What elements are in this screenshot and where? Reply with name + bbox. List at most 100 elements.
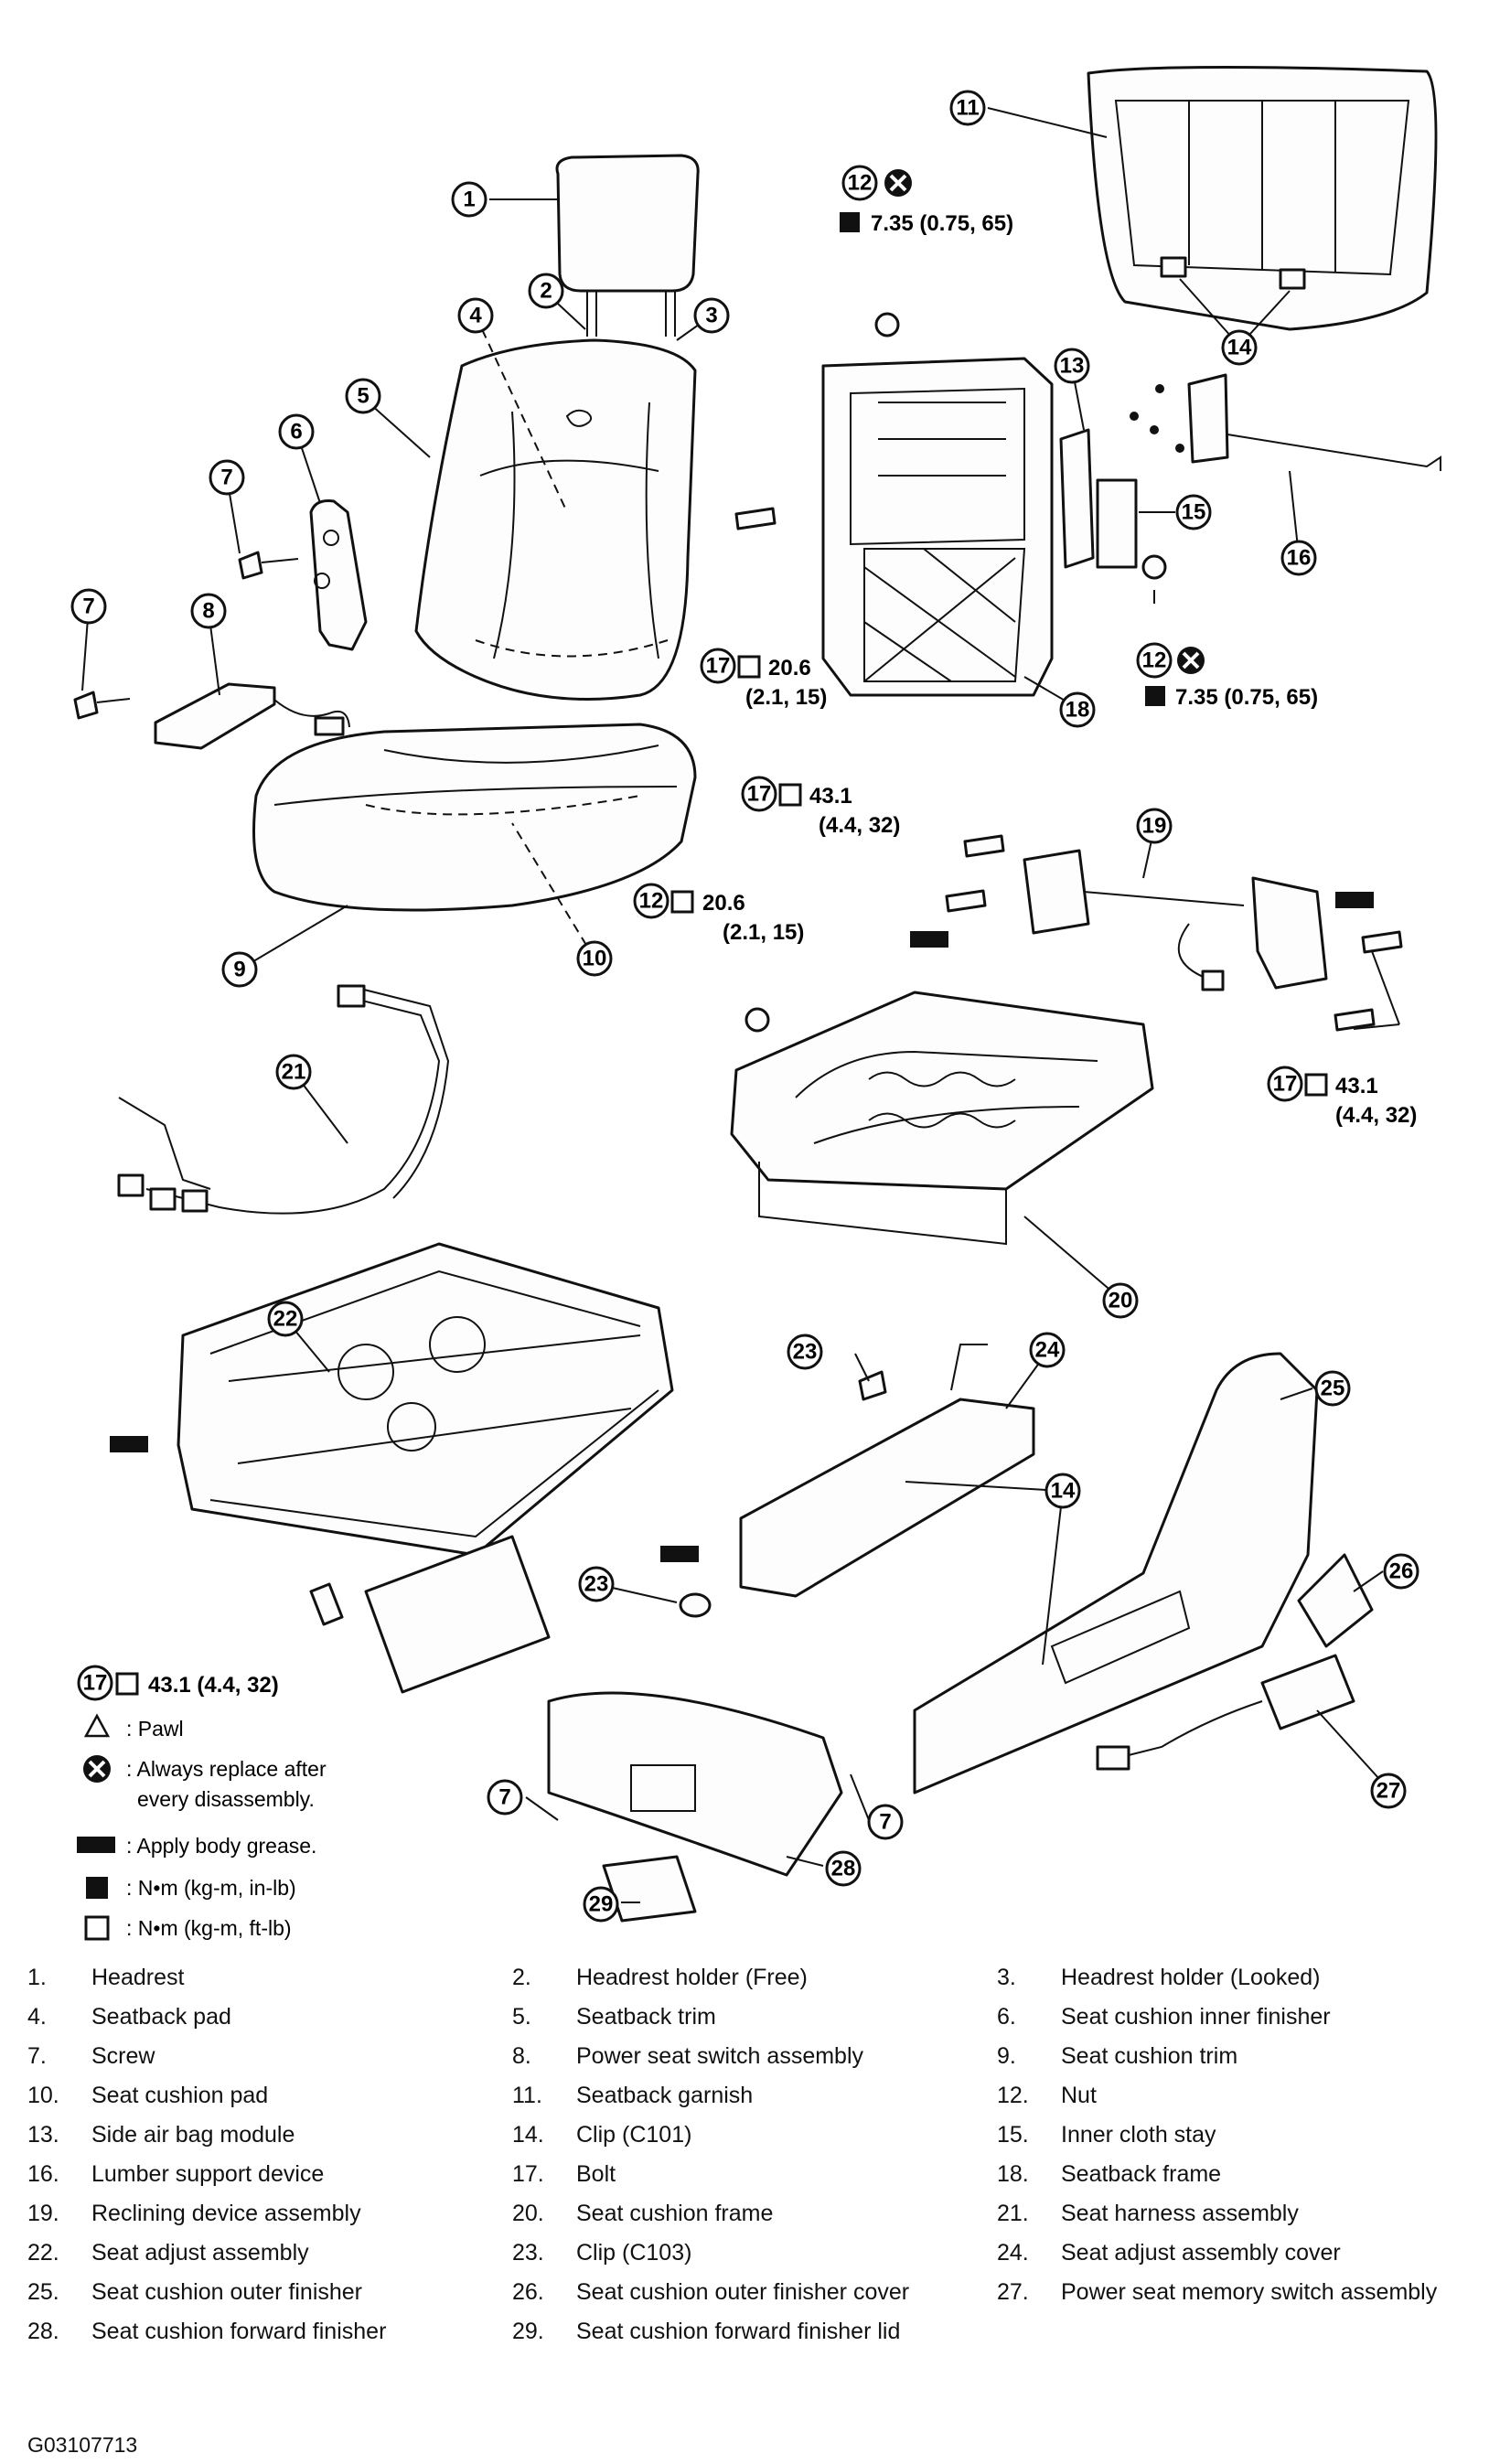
svg-text:43.1: 43.1	[1335, 1074, 1378, 1098]
part-name: Headrest holder (Free)	[576, 1965, 808, 1990]
part-entry: 1.Headrest	[27, 1965, 184, 1991]
svg-text:20: 20	[1109, 1289, 1133, 1313]
part-name: Bolt	[576, 2161, 616, 2187]
exploded-seat-diagram: 1 2 3 4 5 6 7 7 8 9 10 11 12 12 12 13 14…	[70, 65, 1441, 1941]
part-entry: 23.Clip (C103)	[512, 2240, 691, 2266]
svg-text:10: 10	[583, 947, 607, 971]
part-name: Seat harness assembly	[1061, 2201, 1299, 2226]
svg-text:(4.4, 32): (4.4, 32)	[1335, 1103, 1417, 1128]
callout-15: 15	[1175, 494, 1212, 530]
svg-text:23: 23	[793, 1340, 818, 1365]
part-name: Seatback frame	[1061, 2161, 1222, 2187]
part-entry: 5.Seatback trim	[512, 2004, 716, 2030]
part-number: 27.	[997, 2279, 1029, 2305]
part-name: Seat adjust assembly	[91, 2240, 309, 2266]
callout-4: 4	[457, 297, 494, 334]
part-number: 19.	[27, 2201, 59, 2226]
part-name: Power seat switch assembly	[576, 2043, 864, 2069]
part-entry: 16.Lumber support device	[27, 2161, 324, 2188]
svg-text:18: 18	[1066, 698, 1090, 723]
svg-text:12: 12	[639, 889, 664, 914]
part-number: 10.	[27, 2083, 59, 2108]
part-number: 12.	[997, 2083, 1029, 2108]
part-entry: 9.Seat cushion trim	[997, 2043, 1237, 2070]
seatback-drawing	[414, 338, 697, 701]
callout-19: 19	[1136, 808, 1173, 844]
seat-harness-drawing	[117, 984, 450, 1215]
svg-text:27: 27	[1377, 1779, 1401, 1804]
svg-text:21: 21	[282, 1060, 306, 1085]
part-name: Screw	[91, 2043, 155, 2069]
callout-23-a: 23	[787, 1334, 823, 1370]
part-name: Clip (C101)	[576, 2122, 692, 2148]
part-number: 11.	[512, 2083, 542, 2108]
part-entry: 19.Reclining device assembly	[27, 2201, 361, 2227]
part-number: 3.	[997, 1965, 1016, 1990]
part-name: Seat cushion forward finisher	[91, 2319, 387, 2344]
svg-text:43.1 (4.4, 32): 43.1 (4.4, 32)	[148, 1673, 279, 1698]
callout-12-c: 12	[633, 883, 670, 919]
part-number: 22.	[27, 2240, 59, 2266]
reclining-device-drawing	[945, 834, 1403, 1032]
part-entry: 15.Inner cloth stay	[997, 2122, 1216, 2148]
torque-bolt-recliner: 43.1 (4.4, 32)	[778, 783, 900, 838]
outer-finisher-drawing	[913, 1352, 1374, 1794]
part-entry: 27.Power seat memory switch assembly	[997, 2279, 1437, 2306]
part-entry: 6.Seat cushion inner finisher	[997, 2004, 1331, 2030]
callout-22: 22	[267, 1301, 304, 1337]
callout-10: 10	[576, 940, 613, 977]
diagram-code: G03107713	[27, 2433, 138, 2457]
svg-text:6: 6	[290, 420, 302, 445]
callout-8: 8	[190, 593, 227, 629]
part-number: 8.	[512, 2043, 531, 2069]
part-number: 26.	[512, 2279, 544, 2305]
part-entry: 14.Clip (C101)	[512, 2122, 691, 2148]
part-name: Headrest	[91, 1965, 185, 1990]
part-number: 23.	[512, 2240, 544, 2266]
svg-text:7: 7	[220, 466, 232, 490]
callout-6: 6	[278, 413, 315, 450]
svg-text:17: 17	[747, 782, 772, 807]
torque-nut-top: 7.35 (0.75, 65)	[840, 169, 1013, 236]
parts-list-row: 19.Reclining device assembly 20.Seat cush…	[27, 2201, 1473, 2240]
torque-ftlb-icon	[84, 1915, 110, 1941]
svg-text:28: 28	[831, 1857, 856, 1881]
svg-text:43.1: 43.1	[809, 784, 852, 809]
callout-17-d: 17	[77, 1665, 113, 1701]
part-name: Side air bag module	[91, 2122, 295, 2148]
part-entry: 20.Seat cushion frame	[512, 2201, 773, 2227]
callout-23-b: 23	[578, 1566, 615, 1602]
part-entry: 7.Screw	[27, 2043, 155, 2070]
callout-25: 25	[1314, 1370, 1351, 1407]
svg-text:29: 29	[589, 1892, 614, 1917]
svg-text:14: 14	[1227, 336, 1252, 360]
part-entry: 21.Seat harness assembly	[997, 2201, 1299, 2227]
callout-14-b: 14	[1044, 1473, 1081, 1509]
svg-text:16: 16	[1287, 546, 1312, 571]
svg-text:1: 1	[463, 187, 475, 212]
part-number: 13.	[27, 2122, 59, 2148]
part-number: 6.	[997, 2004, 1016, 2030]
callout-12-a: 12	[841, 165, 878, 201]
svg-text:11: 11	[956, 96, 979, 121]
svg-text:8: 8	[202, 599, 214, 624]
svg-text:7: 7	[879, 1810, 891, 1835]
callout-17-b: 17	[741, 776, 777, 812]
svg-text:5: 5	[357, 384, 369, 409]
part-name: Seat cushion forward finisher lid	[576, 2319, 901, 2344]
headrest-drawing	[555, 154, 700, 337]
callout-2: 2	[528, 273, 564, 309]
power-switch-drawing	[154, 682, 350, 750]
inner-finisher-drawing	[73, 499, 368, 720]
svg-text:13: 13	[1060, 354, 1085, 379]
lumbar-support-drawing	[1130, 373, 1441, 471]
callout-28: 28	[825, 1850, 862, 1887]
svg-text:(2.1, 15): (2.1, 15)	[723, 920, 804, 945]
svg-text:7.35 (0.75, 65): 7.35 (0.75, 65)	[871, 211, 1013, 236]
svg-text:: Apply body grease.: : Apply body grease.	[126, 1834, 316, 1858]
svg-text:12: 12	[1142, 648, 1167, 673]
